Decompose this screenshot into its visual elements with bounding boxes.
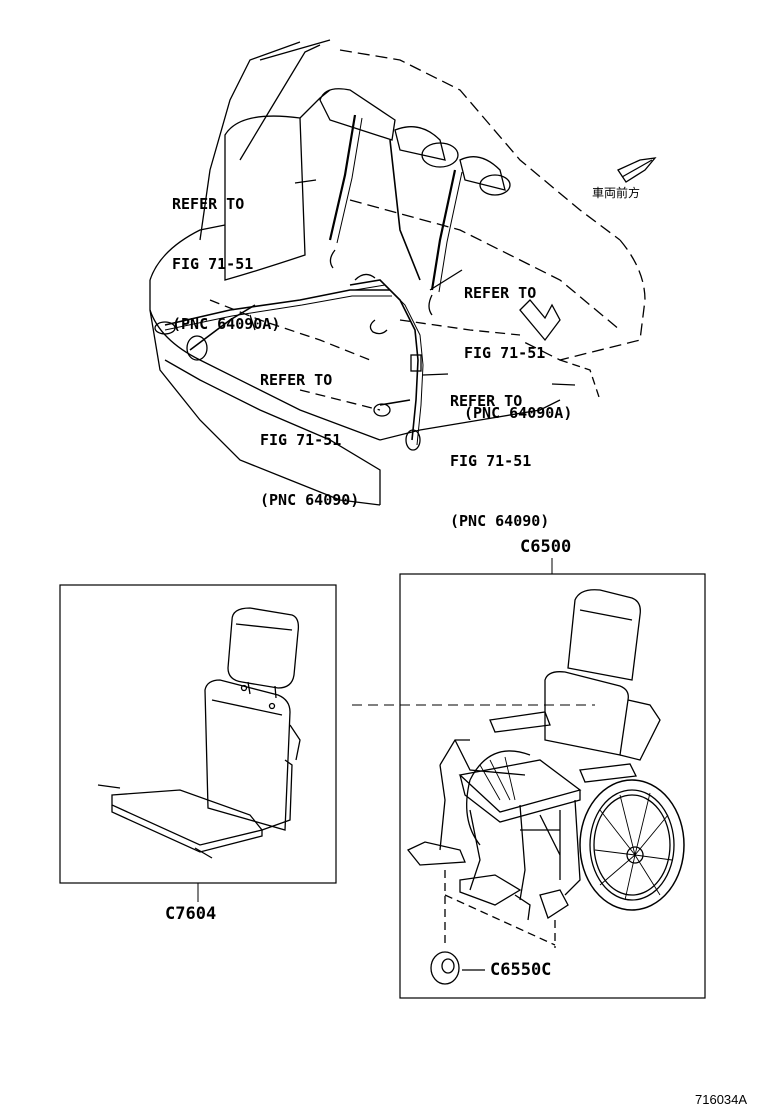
part-label-wheelchair: C6500 [520, 537, 572, 557]
callout-floor-strap-left: REFER TO FIG 71-51 (PNC 64090) [260, 330, 359, 530]
part-label-cushion: C7604 [165, 904, 217, 924]
callout-line: (PNC 64090) [450, 512, 550, 530]
callout-line: FIG 71-51 [260, 431, 342, 449]
vehicle-front-direction-label: 車両前方 [592, 186, 641, 200]
callout-line: FIG 71-51 [464, 344, 546, 362]
callout-seatbelt-right: REFER TO FIG 71-51 (PNC 64090A) [464, 243, 572, 443]
callout-line: REFER TO [450, 392, 523, 410]
callout-seatbelt-left: REFER TO FIG 71-51 (PNC 64090A) [172, 154, 280, 354]
figure-number: 716034A [695, 1092, 748, 1107]
cushion-panel-frame [59, 584, 337, 884]
callout-floor-strap-right: REFER TO FIG 71-51 (PNC 64090) [450, 351, 549, 551]
wheelchair-panel-frame [399, 573, 706, 999]
wheelchair-illustration [406, 589, 685, 985]
callout-line: FIG 71-51 [450, 452, 532, 470]
part-label-cap: C6550C [490, 960, 552, 980]
callout-line: (PNC 64090A) [464, 404, 573, 422]
callout-line: REFER TO [260, 371, 333, 389]
callout-line: FIG 71-51 [172, 255, 254, 273]
cushion-illustration [97, 607, 301, 859]
callout-line: REFER TO [464, 284, 537, 302]
callout-line: REFER TO [172, 195, 245, 213]
vehicle-interior-illustration [149, 39, 657, 506]
callout-line: (PNC 64090A) [172, 315, 281, 333]
callout-line: (PNC 64090) [260, 491, 360, 509]
